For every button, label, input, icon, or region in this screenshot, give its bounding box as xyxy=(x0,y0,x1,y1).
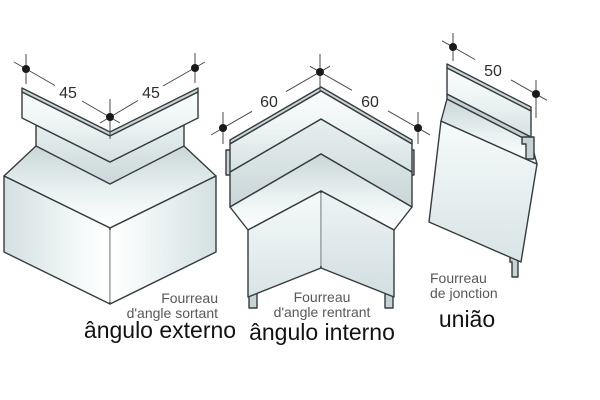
caption-fr-line1: Fourreau xyxy=(430,270,487,286)
external-corner-captions: Fourreau d'angle sortant ângulo externo xyxy=(84,290,236,343)
caption-pt: ângulo interno xyxy=(249,319,395,345)
dimension-point xyxy=(22,65,30,73)
dimension-label: 45 xyxy=(59,85,77,102)
caption-pt: união xyxy=(439,306,495,332)
caption-fr-line2: de jonction xyxy=(430,285,498,301)
caption-fr-line1: Fourreau xyxy=(294,289,351,305)
dimension-point xyxy=(191,64,199,72)
junction-profile xyxy=(428,63,538,278)
caption-pt: ângulo externo xyxy=(84,317,236,343)
dimension-label: 60 xyxy=(260,94,278,111)
dimension-point xyxy=(106,113,114,121)
junction-band-face xyxy=(446,67,532,138)
dimension-point xyxy=(449,43,457,51)
internal-corner-band-face xyxy=(229,90,413,173)
dimension-label: 45 xyxy=(142,85,160,102)
external-corner-dimensions: 45 45 xyxy=(13,53,206,139)
internal-corner-profile xyxy=(225,86,415,309)
dimension-label: 50 xyxy=(484,63,502,80)
junction-dimensions: 50 xyxy=(441,33,548,118)
junction-captions: Fourreau de jonction união xyxy=(430,270,498,332)
internal-corner-captions: Fourreau d'angle rentrant ângulo interno xyxy=(249,289,395,345)
caption-fr-line2: d'angle sortant xyxy=(127,305,219,321)
internal-corner-dimensions: 60 60 xyxy=(210,54,431,144)
dimension-point xyxy=(316,68,324,76)
dimension-point xyxy=(532,90,540,98)
dimension-line xyxy=(441,40,548,101)
dimension-point xyxy=(414,124,422,132)
junction-hook xyxy=(521,136,535,160)
dimension-point xyxy=(219,124,227,132)
caption-fr-line2: d'angle rentrant xyxy=(274,304,371,320)
dimension-line xyxy=(13,61,121,124)
dimension-label: 60 xyxy=(361,94,379,111)
caption-fr-line1: Fourreau xyxy=(161,290,218,306)
